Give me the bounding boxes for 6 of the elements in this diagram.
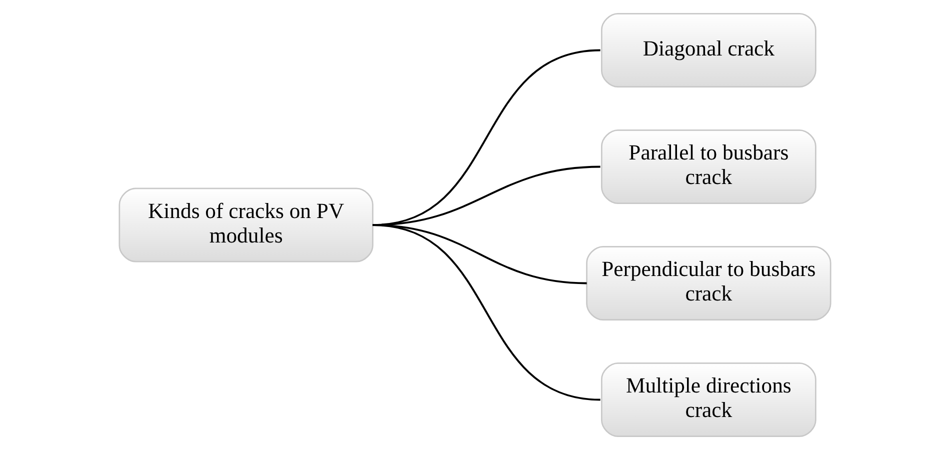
node-box: Parallel to busbars crack — [600, 130, 816, 204]
node-box: Kinds of cracks on PV modules — [118, 188, 373, 262]
node-box: Perpendicular to busbars crack — [586, 246, 831, 320]
node-box: Multiple directions crack — [600, 362, 816, 437]
node-box: Diagonal crack — [600, 13, 816, 88]
connector — [372, 224, 600, 401]
